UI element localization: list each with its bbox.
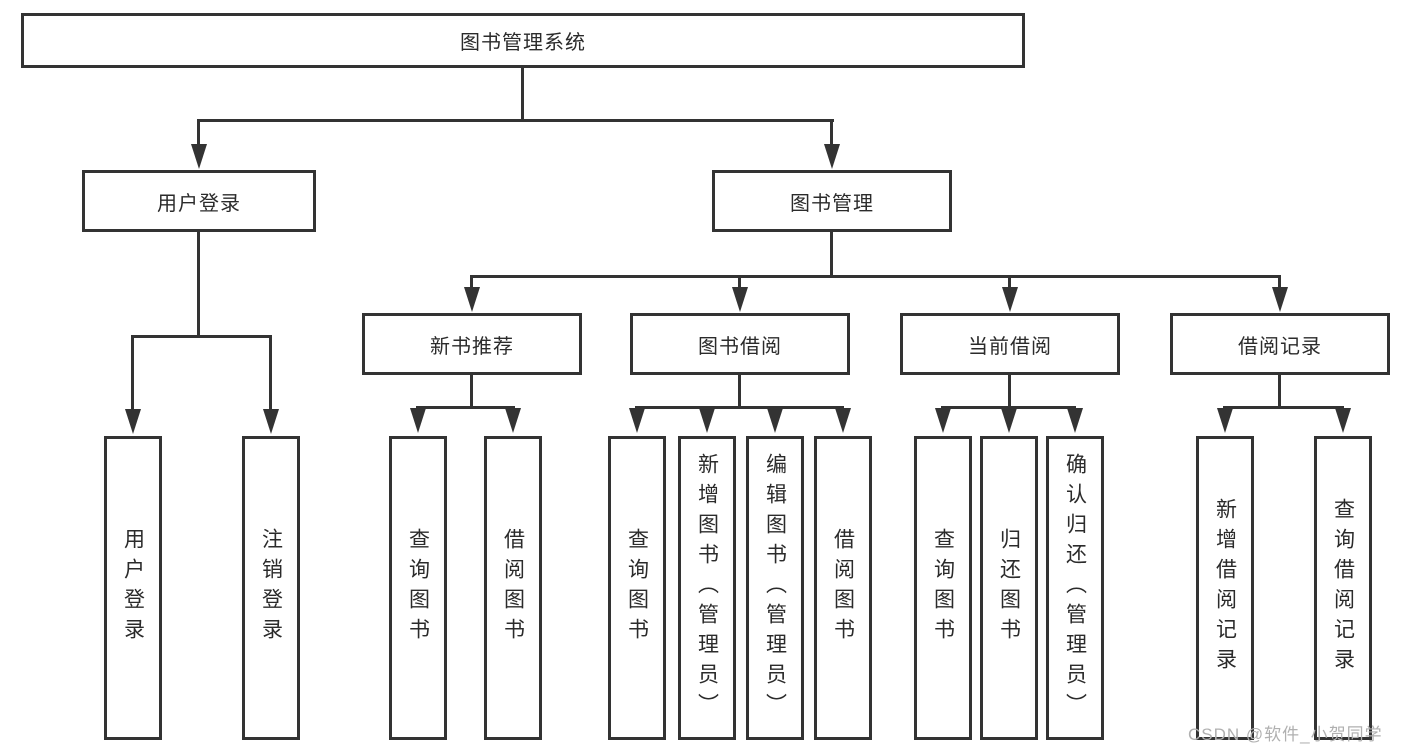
node-label: 归还图书	[997, 528, 1021, 648]
connector-new-book-stem	[470, 375, 473, 408]
connector-drop-login	[131, 335, 134, 413]
connector-drop-current	[1008, 275, 1011, 289]
node-label: 新书推荐	[430, 335, 514, 358]
node-book-borrowing: 图书借阅	[630, 313, 850, 375]
arrow-to-br-add	[1217, 408, 1233, 433]
connector-drop-records	[1278, 275, 1281, 289]
arrow-to-records	[1272, 287, 1288, 312]
leaf-logout: 注销登录	[242, 436, 300, 740]
leaf-nb-borrow-books: 借阅图书	[484, 436, 542, 740]
arrow-to-logout	[263, 409, 279, 434]
leaf-cb-query-books: 查询图书	[914, 436, 972, 740]
leaf-bb-borrow-books: 借阅图书	[814, 436, 872, 740]
leaf-user-login: 用户登录	[104, 436, 162, 740]
node-label: 查询借阅记录	[1331, 498, 1355, 678]
leaf-bb-edit-books-admin: 编辑图书（管理员）	[746, 436, 804, 740]
arrow-to-current	[1002, 287, 1018, 312]
node-label: 图书管理	[790, 192, 874, 215]
node-label: 借阅图书	[831, 528, 855, 648]
node-borrowing-records: 借阅记录	[1170, 313, 1390, 375]
leaf-nb-query-books: 查询图书	[389, 436, 447, 740]
connector-root-stem	[521, 68, 524, 121]
connector-user-login-stem	[197, 232, 200, 337]
arrow-to-user-login	[191, 144, 207, 169]
node-label: 借阅记录	[1238, 335, 1322, 358]
connector-drop-new-book	[470, 275, 473, 289]
arrow-to-new-book	[464, 287, 480, 312]
arrow-to-cb-confirm	[1067, 408, 1083, 433]
node-label: 当前借阅	[968, 335, 1052, 358]
arrow-to-nb-borrow	[505, 408, 521, 433]
node-label: 注销登录	[259, 528, 283, 648]
node-label: 用户登录	[157, 192, 241, 215]
arrow-to-bb-borrow	[835, 408, 851, 433]
arrow-to-br-query	[1335, 408, 1351, 433]
leaf-bb-query-books: 查询图书	[608, 436, 666, 740]
leaf-cb-confirm-return-admin: 确认归还（管理员）	[1046, 436, 1104, 740]
node-label: 查询图书	[625, 528, 649, 648]
node-label: 新增图书（管理员）	[695, 453, 719, 723]
connector-drop-borrowing	[738, 275, 741, 289]
connector-drop-logout	[269, 335, 272, 413]
leaf-cb-return-books: 归还图书	[980, 436, 1038, 740]
node-book-management: 图书管理	[712, 170, 952, 232]
connector-current-stem	[1008, 375, 1011, 408]
leaf-bb-add-books-admin: 新增图书（管理员）	[678, 436, 736, 740]
connector-borrowing-stem	[738, 375, 741, 408]
node-label: 借阅图书	[501, 528, 525, 648]
node-current-borrowing: 当前借阅	[900, 313, 1120, 375]
connector-drop-book-mgmt	[830, 119, 833, 149]
node-label: 图书管理系统	[460, 32, 586, 54]
arrow-to-bb-query	[629, 408, 645, 433]
connector-drop-user-login	[197, 119, 200, 149]
node-label: 用户登录	[121, 528, 145, 648]
connector-borrowing-branch	[635, 406, 844, 409]
connector-records-stem	[1278, 375, 1281, 408]
arrow-to-bb-edit	[767, 408, 783, 433]
arrow-to-cb-query	[935, 408, 951, 433]
arrow-to-login	[125, 409, 141, 434]
arrow-to-bb-add	[699, 408, 715, 433]
node-user-login: 用户登录	[82, 170, 316, 232]
arrow-to-book-mgmt	[824, 144, 840, 169]
node-label: 查询图书	[931, 528, 955, 648]
arrow-to-cb-return	[1001, 408, 1017, 433]
node-label: 编辑图书（管理员）	[763, 453, 787, 723]
node-label: 确认归还（管理员）	[1063, 453, 1087, 723]
connector-book-mgmt-stem	[830, 232, 833, 278]
watermark-csdn: CSDN @软件_小贺同学	[1188, 725, 1383, 744]
arrow-to-borrowing	[732, 287, 748, 312]
connector-current-branch	[941, 406, 1076, 409]
connector-book-mgmt-branch	[470, 275, 1281, 278]
arrow-to-nb-query	[410, 408, 426, 433]
connector-user-login-branch	[131, 335, 272, 338]
node-label: 查询图书	[406, 528, 430, 648]
leaf-br-add-record: 新增借阅记录	[1196, 436, 1254, 740]
connector-root-branch	[197, 119, 834, 122]
node-new-book-recommend: 新书推荐	[362, 313, 582, 375]
node-label: 新增借阅记录	[1213, 498, 1237, 678]
connector-records-branch	[1223, 406, 1344, 409]
node-label: 图书借阅	[698, 335, 782, 358]
leaf-br-query-record: 查询借阅记录	[1314, 436, 1372, 740]
connector-new-book-branch	[416, 406, 515, 409]
node-library-management-system: 图书管理系统	[21, 13, 1025, 68]
